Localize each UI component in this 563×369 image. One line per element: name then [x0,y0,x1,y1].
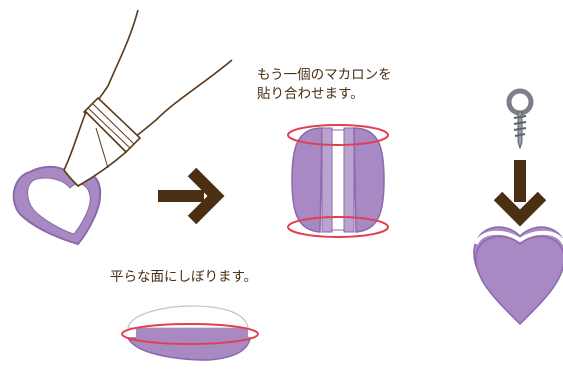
screw-eye-icon [506,88,534,150]
screw-eye-ring [506,88,534,116]
pastry-bag-icon [63,9,233,187]
screw-threads [513,115,527,137]
cream-filling [27,177,91,235]
macaron-left-shell [291,127,323,233]
macaron-right-shell [353,127,385,233]
nozzle-tip [63,110,128,187]
heart-macaron-icon [473,226,563,326]
highlight-ring-bottom [287,216,389,238]
arrow-down-icon [493,160,547,227]
highlight-ring-top [287,124,389,146]
highlight-ring-flat [121,323,259,345]
sandwiched-macaron [287,124,389,238]
attach-caption-line-1: もう一個のマカロンを [257,67,392,83]
attach-caption: もう一個のマカロンを 貼り合わせます。 [257,66,392,104]
flat-cream-dome [127,305,249,329]
nozzle-ridges [87,103,135,149]
heart-shell-front [475,235,563,326]
cream-layer-right [343,127,355,233]
nozzle-seam [95,127,109,169]
heart-cream-edge [474,230,563,245]
attach-caption-line-2: 貼り合わせます。 [257,86,364,102]
flat-cream-band [136,328,248,340]
arrow-right-icon [158,167,225,225]
flat-macaron [121,305,259,361]
pipe-flat-caption: 平らな面にしぼります。 [110,269,258,285]
